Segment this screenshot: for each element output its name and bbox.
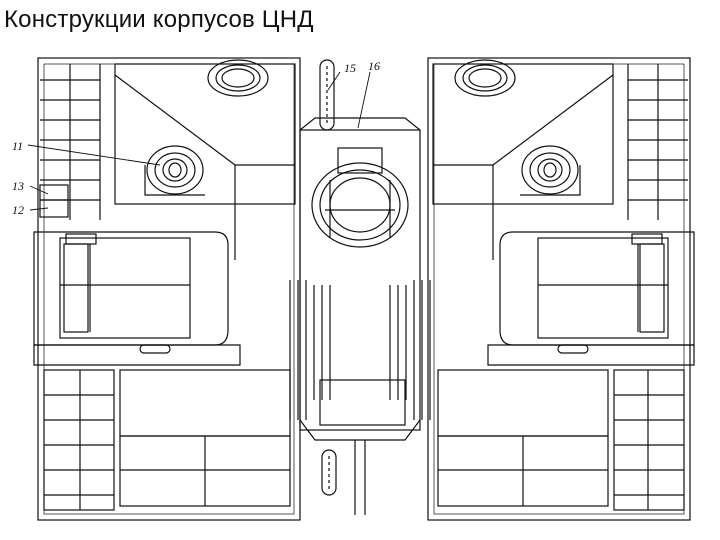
- callout-16: 16: [368, 59, 380, 73]
- callout-15: 15: [344, 61, 356, 75]
- callout-13: 13: [12, 179, 24, 193]
- callout-12: 12: [12, 203, 24, 217]
- callout-leaders: [27, 71, 371, 211]
- callout-11: 11: [12, 139, 23, 153]
- center-exhaust-section: [289, 59, 431, 515]
- slide-title: Конструкции корпусов ЦНД: [4, 6, 314, 33]
- left-casing-half: [33, 57, 301, 521]
- right-casing-half: [427, 57, 695, 521]
